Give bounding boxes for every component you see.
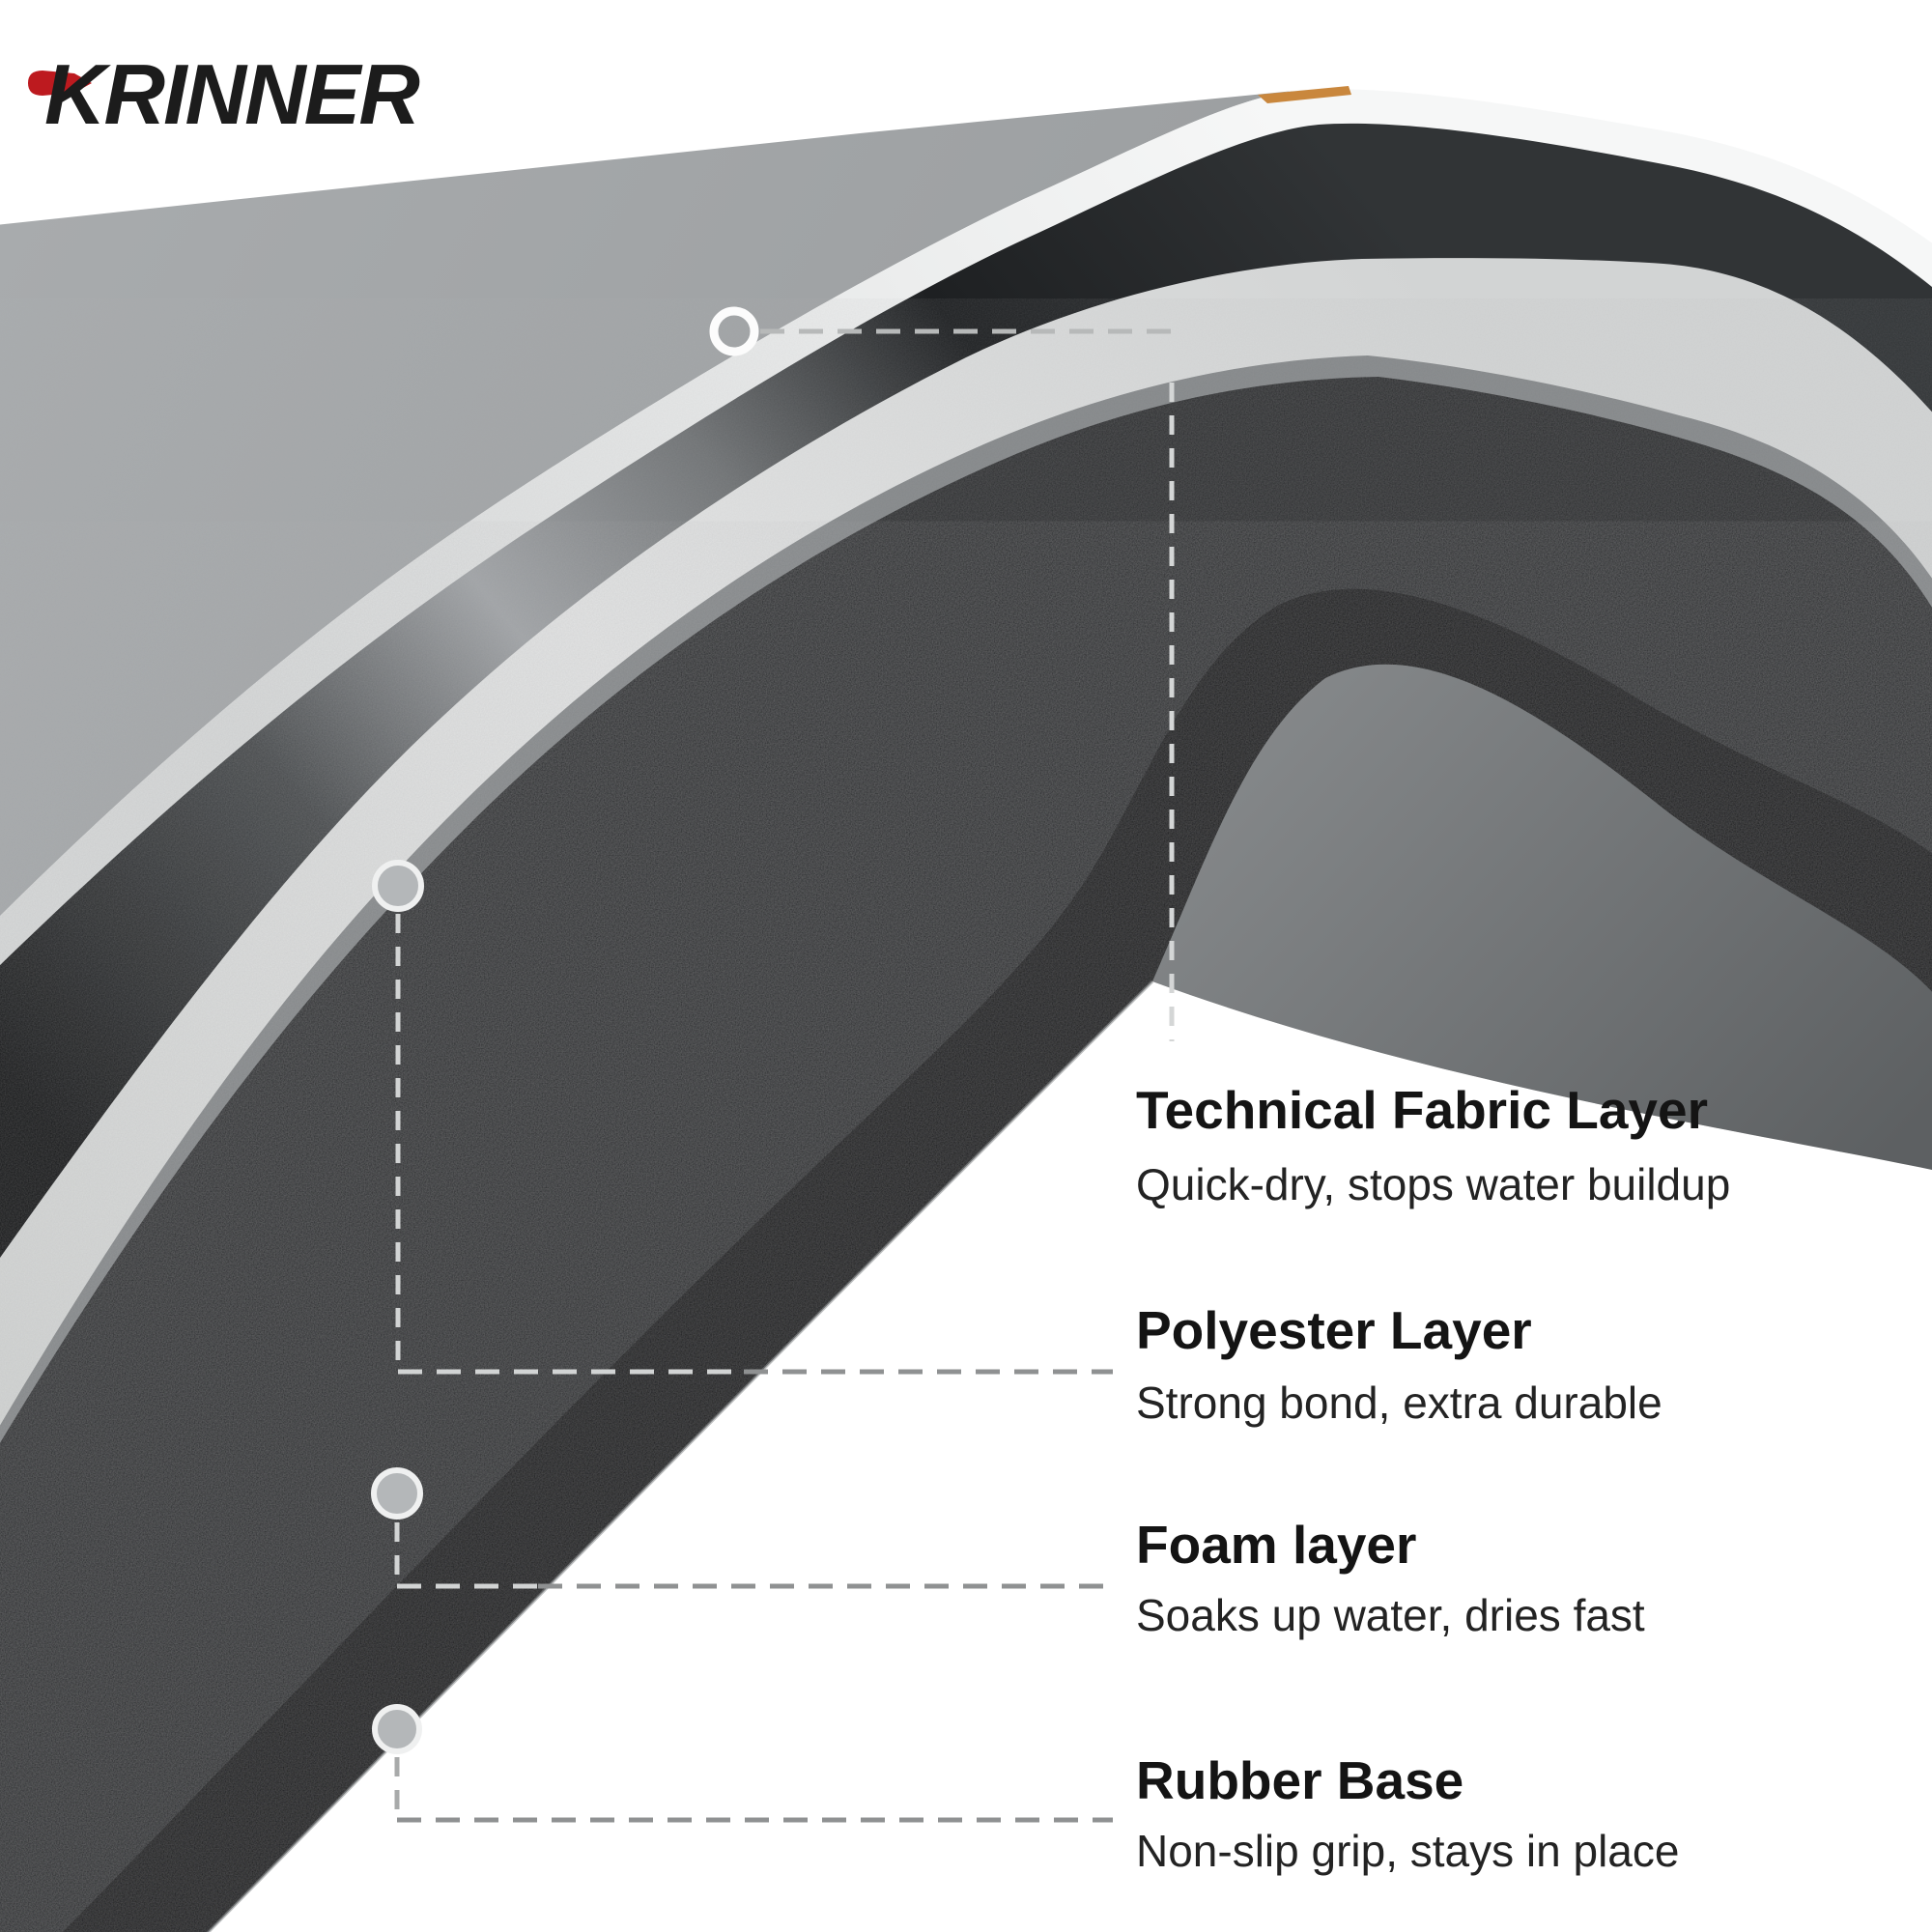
background-lower-wedge — [208, 981, 1932, 1932]
callout-desc-technical-fabric: Quick-dry, stops water buildup — [1136, 1159, 1730, 1209]
mat-underside — [1152, 664, 1932, 1170]
mat-bottom-edge-highlight — [206, 980, 1154, 1932]
marker-polyester — [372, 860, 424, 912]
marker-foam — [371, 1467, 423, 1520]
marker-rubber — [372, 1704, 422, 1754]
callout-desc-polyester: Strong bond, extra durable — [1136, 1378, 1662, 1428]
mat-top-surface — [0, 90, 1304, 917]
callout-title-polyester: Polyester Layer — [1136, 1300, 1532, 1360]
callout-lines — [394, 328, 1175, 1823]
callout-desc-foam: Soaks up water, dries fast — [1136, 1590, 1645, 1640]
brand-logo: KRINNER — [28, 46, 421, 142]
logo-wordmark: KRINNER — [44, 46, 419, 142]
logo-screw-icon — [28, 71, 92, 96]
callout-desc-rubber: Non-slip grip, stays in place — [1136, 1826, 1679, 1876]
callout-labels: Technical Fabric Layer Quick-dry, stops … — [1136, 1080, 1730, 1876]
callout-title-rubber: Rubber Base — [1136, 1750, 1463, 1810]
callout-title-technical-fabric: Technical Fabric Layer — [1136, 1080, 1708, 1140]
crest-accent-sliver — [1258, 86, 1351, 103]
callout-title-foam: Foam layer — [1136, 1515, 1416, 1575]
marker-technical-fabric — [709, 306, 759, 356]
